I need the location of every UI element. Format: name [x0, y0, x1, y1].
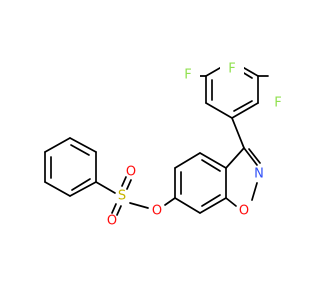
bond: [205, 102, 233, 119]
bond: [199, 152, 227, 169]
bond: [70, 144, 90, 156]
label-mask: [266, 90, 290, 116]
label-mask: [220, 56, 244, 82]
bond: [231, 117, 245, 149]
bond: [174, 197, 201, 214]
atom-o-sulfonyl-bottom: O: [107, 214, 117, 229]
bonds: [44, 60, 269, 216]
bond: [233, 100, 253, 112]
bond: [44, 137, 71, 153]
atom-o-sulfonyl-top: O: [126, 165, 136, 180]
atom-o-ester: O: [152, 204, 162, 219]
bond: [243, 147, 258, 166]
bond: [69, 137, 97, 153]
bond: [116, 205, 122, 216]
bond: [111, 203, 117, 214]
label-mask: [176, 62, 200, 88]
atom-o-ring: O: [239, 204, 249, 219]
chemical-structure-diagram: F F F N O O S O O: [44, 56, 290, 229]
bond: [121, 176, 127, 187]
bond: [126, 179, 132, 190]
atom-n: N: [254, 167, 264, 182]
bond: [71, 178, 91, 191]
bond: [164, 197, 176, 206]
atom-s: S: [118, 189, 126, 204]
bond: [95, 181, 116, 194]
atom-f-right: F: [274, 96, 281, 111]
bond: [201, 194, 221, 207]
bond: [69, 181, 97, 197]
atom-f-top: F: [228, 62, 235, 77]
bond: [225, 197, 237, 207]
bond: [199, 197, 227, 214]
atom-labels: F F F N O O S O O: [107, 56, 290, 229]
bond: [231, 102, 259, 119]
atom-f-left: F: [184, 68, 191, 83]
bond: [225, 147, 245, 169]
bond: [174, 152, 201, 169]
bond: [129, 202, 149, 209]
bond: [251, 182, 258, 201]
bond: [44, 181, 71, 197]
bond: [248, 148, 261, 164]
bond: [201, 159, 221, 172]
